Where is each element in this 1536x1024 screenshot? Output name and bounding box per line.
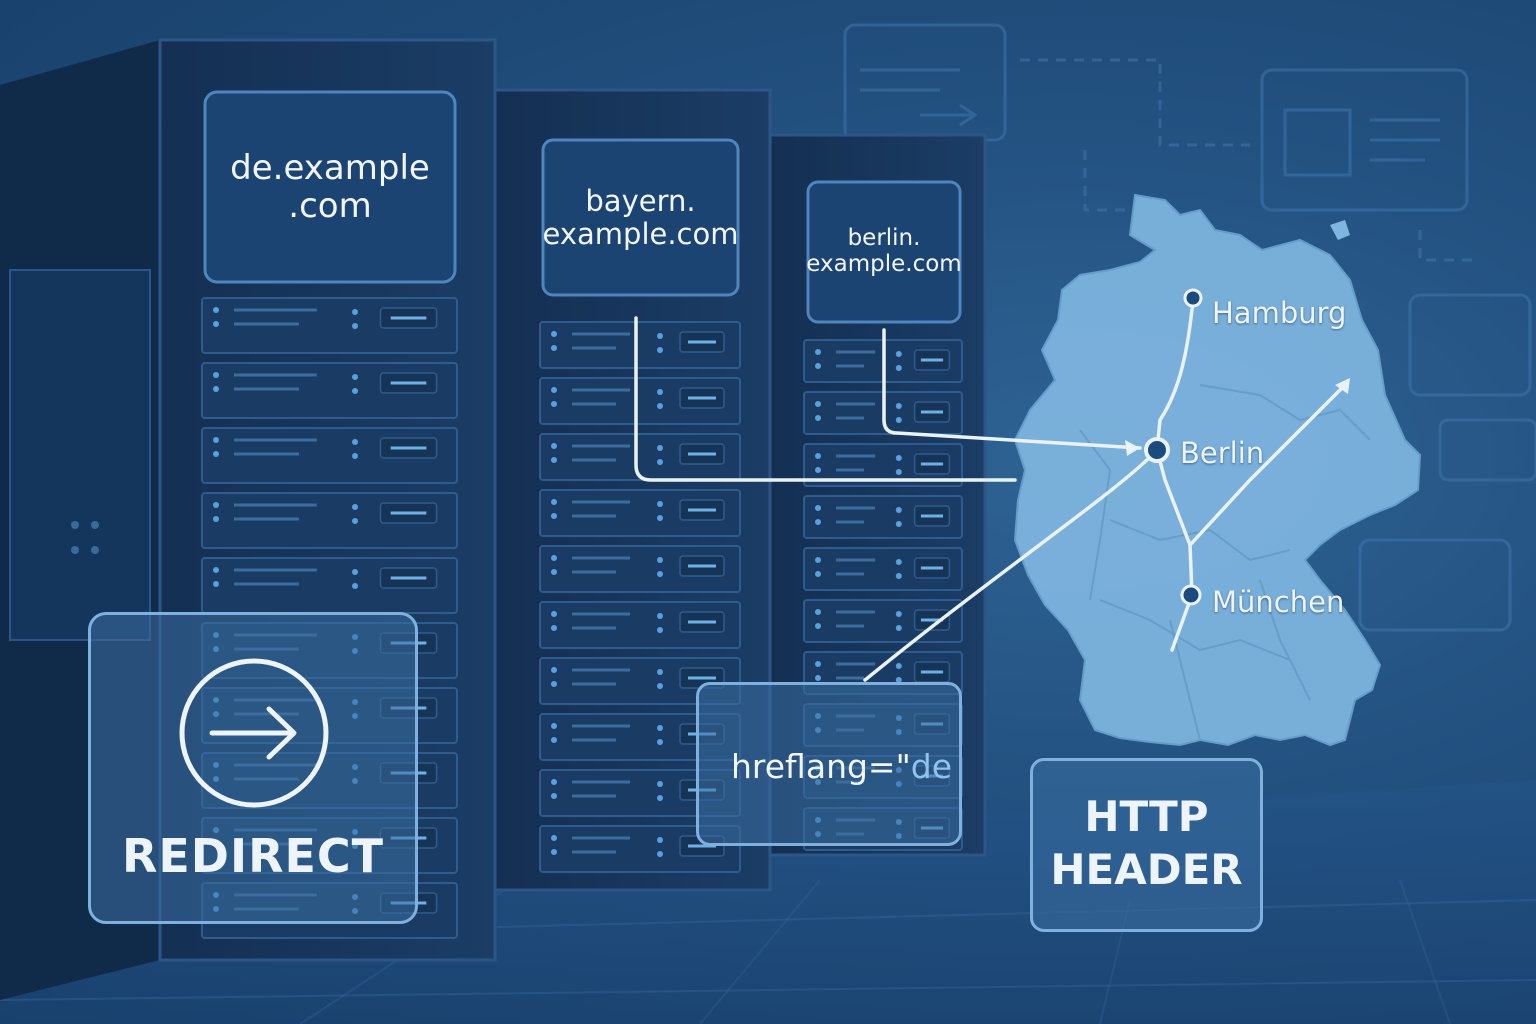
city-markers <box>1144 288 1203 606</box>
server-unit <box>803 443 963 487</box>
server-unit <box>803 547 963 591</box>
http-header-line1: HTTP <box>1084 792 1209 841</box>
server-unit <box>539 545 741 593</box>
server-unit <box>539 601 741 649</box>
server-1-domain-label: de.example .com <box>205 92 455 282</box>
hreflang-attribute: hreflang=" <box>731 747 911 786</box>
server-unit <box>201 557 458 614</box>
redirect-label: REDIRECT <box>121 829 385 883</box>
server-unit <box>539 433 741 481</box>
http-header-card: HTTP HEADER <box>1030 758 1263 932</box>
server-unit <box>201 362 458 419</box>
city-label-munich: München <box>1212 585 1345 619</box>
server-unit <box>803 599 963 643</box>
berlin-marker <box>1144 437 1170 463</box>
background-ui-windows <box>843 23 1536 632</box>
server-unit <box>201 492 458 549</box>
http-header-label: HTTP HEADER <box>1033 791 1260 896</box>
server-unit <box>539 489 741 537</box>
hreflang-card: hreflang="de <box>696 682 962 846</box>
server-rack-2 <box>493 88 772 892</box>
http-header-line2: HEADER <box>1050 844 1243 894</box>
server-2-domain-line1: bayern. <box>585 184 696 219</box>
server-3-domain-line2: example.com <box>806 251 962 277</box>
server-2-domain-line2: example.com <box>542 216 739 251</box>
hreflang-code: hreflang="de <box>731 747 952 786</box>
hamburg-marker <box>1183 288 1203 308</box>
germany-map <box>863 193 1422 747</box>
server-2-domain-label: bayern. example.com <box>542 140 739 295</box>
connector-lines <box>634 316 1142 482</box>
redirect-card: REDIRECT <box>88 612 418 924</box>
server-3-domain-line1: berlin. <box>847 225 921 252</box>
arrow-right-circle-icon <box>179 658 329 808</box>
city-label-hamburg: Hamburg <box>1212 296 1347 330</box>
server-3-domain-label: berlin. example.com <box>806 182 962 322</box>
city-label-berlin: Berlin <box>1180 436 1265 470</box>
server-unit <box>539 657 741 705</box>
server-unit <box>539 321 741 369</box>
hreflang-value: de <box>910 747 953 786</box>
server-1-domain-line2: .com <box>288 186 372 226</box>
server-unit <box>803 495 963 539</box>
server-unit <box>201 427 458 484</box>
server-1-domain-line1: de.example <box>230 147 430 188</box>
server-unit <box>539 377 741 425</box>
munich-marker <box>1180 584 1202 606</box>
server-unit <box>201 297 458 354</box>
